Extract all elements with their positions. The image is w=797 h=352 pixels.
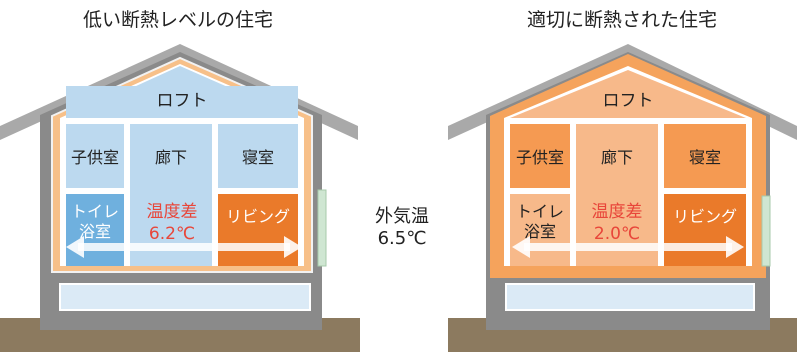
right-kids-room bbox=[510, 124, 570, 188]
left-bedroom-label: 寝室 bbox=[242, 148, 274, 167]
left-foundation-vent bbox=[59, 283, 311, 311]
left-house: 低い断熱レベルの住宅 ロフト 子供室 廊下 寝室 トイレ 浴室 温度差 6.2℃ bbox=[0, 9, 360, 352]
left-bedroom bbox=[218, 124, 298, 188]
left-hallway bbox=[130, 124, 212, 266]
outside-temp-value: 6.5℃ bbox=[378, 228, 427, 249]
left-kids-room bbox=[66, 124, 124, 188]
right-temp-diff-label: 温度差 bbox=[592, 202, 643, 222]
left-toilet-label: トイレ bbox=[71, 202, 119, 221]
right-bedroom-label: 寝室 bbox=[689, 148, 721, 167]
right-hallway-label: 廊下 bbox=[601, 148, 633, 167]
right-hallway bbox=[576, 124, 658, 266]
left-temp-diff-label: 温度差 bbox=[147, 202, 198, 222]
right-temp-diff-value: 2.0℃ bbox=[594, 224, 640, 244]
left-window bbox=[317, 189, 327, 267]
right-loft-label: ロフト bbox=[603, 91, 654, 111]
left-kids-room-label: 子供室 bbox=[71, 148, 119, 167]
left-temp-diff-value: 6.2℃ bbox=[149, 224, 195, 244]
left-bath-label: 浴室 bbox=[79, 222, 111, 241]
left-hallway-label: 廊下 bbox=[155, 148, 187, 167]
outside-temp-label: 外気温 bbox=[375, 206, 429, 227]
right-foundation-vent bbox=[505, 283, 755, 311]
outside-temperature: 外気温 6.5℃ bbox=[375, 206, 429, 249]
right-bath-label: 浴室 bbox=[524, 222, 556, 241]
left-loft-label: ロフト bbox=[157, 91, 208, 111]
right-window bbox=[761, 195, 771, 267]
right-living bbox=[664, 194, 746, 266]
left-living-label: リビング bbox=[226, 207, 290, 226]
left-house-title: 低い断熱レベルの住宅 bbox=[83, 9, 273, 31]
right-temperature-arrow bbox=[512, 236, 744, 258]
right-bath bbox=[510, 194, 570, 266]
left-bath bbox=[66, 194, 124, 266]
right-living-label: リビング bbox=[673, 207, 737, 226]
right-bedroom bbox=[664, 124, 746, 188]
right-house-title: 適切に断熱された住宅 bbox=[527, 9, 717, 31]
right-house: 適切に断熱された住宅 ロフト 子供室 廊下 寝室 トイレ 浴室 温度差 2.0℃… bbox=[448, 9, 797, 352]
left-temperature-arrow bbox=[66, 236, 302, 258]
right-loft bbox=[510, 70, 746, 118]
right-toilet-label: トイレ bbox=[516, 202, 564, 221]
right-kids-room-label: 子供室 bbox=[516, 148, 564, 167]
